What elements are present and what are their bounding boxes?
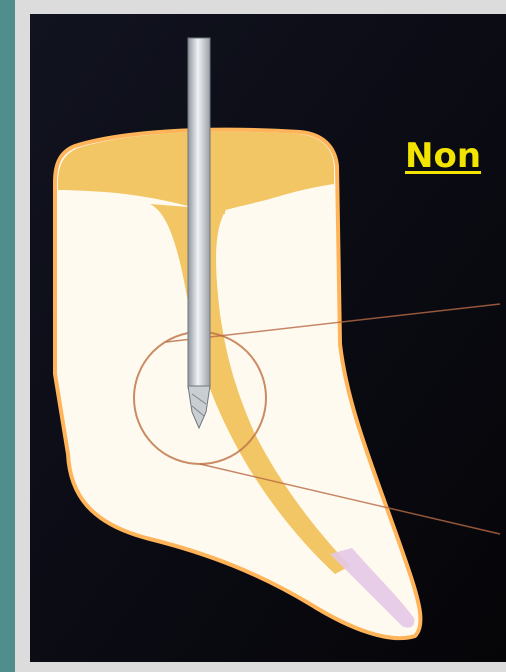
slide-image: Non	[30, 14, 506, 662]
endodontic-file-icon	[188, 38, 210, 428]
tooth-cross-section-icon	[30, 14, 506, 662]
slide-label: Non	[405, 136, 481, 176]
